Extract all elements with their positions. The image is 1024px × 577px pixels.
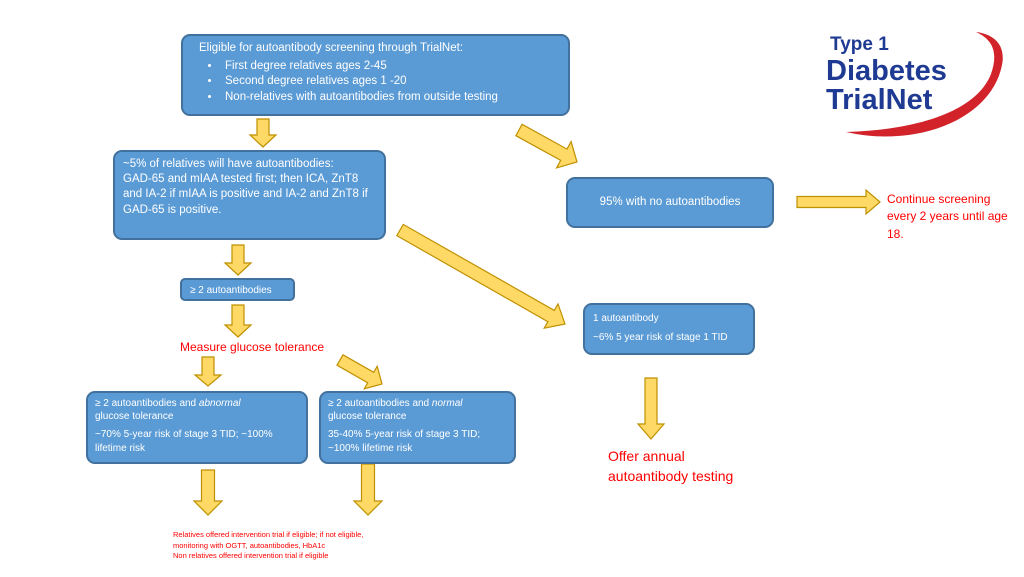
eligibility-list: First degree relatives ages 2-45 Second …	[199, 59, 558, 105]
abnormal-emphasis: abnormal	[198, 398, 241, 409]
no-autoantibodies-label: 95% with no autoantibodies	[599, 195, 741, 208]
eligibility-item: Non-relatives with autoantibodies from o…	[221, 90, 558, 105]
one-autoantibody-title: 1 autoantibody	[593, 313, 659, 324]
logo-line-diabetes: Diabetes	[826, 55, 947, 87]
offer-annual-text: Offer annual autoantibody testing	[608, 448, 734, 485]
footnote-line: Relatives offered intervention trial if …	[173, 530, 364, 539]
eligibility-title: Eligible for autoantibody screening thro…	[199, 42, 464, 54]
two-autoantibodies-label: ≥ 2 autoantibodies	[190, 285, 272, 296]
eligibility-item: Second degree relatives ages 1 -20	[221, 74, 558, 89]
one-autoantibody-box: 1 autoantibody ~6% 5 year risk of stage …	[583, 303, 755, 355]
arrow-two-to-measure-glucose	[223, 304, 253, 338]
two-autoantibodies-box: ≥ 2 autoantibodies	[180, 278, 295, 301]
logo-swoosh	[846, 32, 1003, 137]
abnormal-suffix: glucose tolerance	[95, 411, 174, 423]
arrow-abnormal-to-footnote	[192, 469, 224, 516]
type1-diabetes-trialnet-logo: Type 1 Diabetes TrialNet	[826, 32, 1003, 137]
arrow-normal-to-footnote	[352, 463, 384, 516]
footnote: Relatives offered intervention trial if …	[173, 530, 363, 562]
arrow-relatives-to-one-autoantibody	[395, 223, 566, 330]
arrow-no-autoantibodies-to-continue	[796, 188, 881, 216]
normal-heading: ≥ 2 autoantibodies and normal	[328, 397, 508, 410]
abnormal-risk: ~70% 5-year risk of stage 3 TID; ~100% l…	[95, 429, 273, 454]
arrow-measure-to-abnormal	[193, 356, 223, 387]
arrow-relatives-to-two-autoantibodies	[223, 244, 253, 276]
abnormal-prefix: ≥ 2 autoantibodies and	[95, 398, 199, 409]
abnormal-heading: ≥ 2 autoantibodies and abnormal	[95, 397, 300, 410]
logo-line-type1: Type 1	[830, 34, 889, 55]
no-autoantibodies-box: 95% with no autoantibodies	[566, 177, 774, 228]
measure-glucose-text: Measure glucose tolerance	[180, 340, 325, 354]
normal-glucose-box: ≥ 2 autoantibodies and normal glucose to…	[319, 391, 516, 464]
arrow-eligibility-to-relatives	[248, 118, 278, 148]
normal-prefix: ≥ 2 autoantibodies and	[328, 398, 432, 409]
arrow-one-autoantibody-to-offer-annual	[636, 377, 666, 440]
continue-screening-text: Continue screening every 2 years until a…	[887, 192, 1008, 241]
one-autoantibody-risk: ~6% 5 year risk of stage 1 TID	[593, 332, 728, 344]
normal-emphasis: normal	[431, 398, 463, 409]
relatives-title: ~5% of relatives will have autoantibodie…	[123, 158, 334, 170]
logo-line-trialnet: TrialNet	[826, 84, 933, 116]
footnote-line: monitoring with OGTT, autoantibodies, Hb…	[173, 540, 326, 550]
footnote-line: Non relatives offered intervention trial…	[173, 551, 329, 561]
relatives-detail: GAD-65 and mIAA tested first; then ICA, …	[123, 173, 368, 216]
normal-risk: 35-40% 5-year risk of stage 3 TID; ~100%…	[328, 429, 481, 454]
arrow-eligibility-to-no-autoantibodies	[515, 123, 578, 169]
arrow-measure-to-normal	[336, 353, 383, 390]
abnormal-glucose-box: ≥ 2 autoantibodies and abnormal glucose …	[86, 391, 308, 464]
relatives-box: ~5% of relatives will have autoantibodie…	[113, 150, 386, 240]
eligibility-box: Eligible for autoantibody screening thro…	[181, 34, 570, 116]
eligibility-item: First degree relatives ages 2-45	[221, 59, 558, 74]
normal-suffix: glucose tolerance	[328, 411, 407, 423]
